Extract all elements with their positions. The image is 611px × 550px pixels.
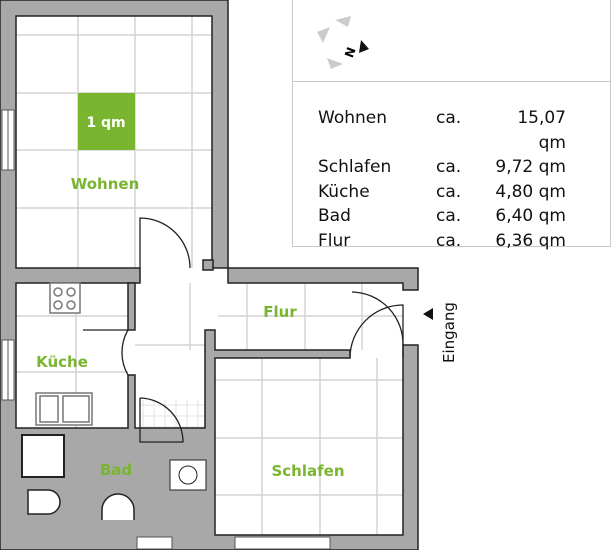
sink [35, 392, 93, 426]
area-approx: ca. [436, 206, 462, 226]
room-label-wohnen: Wohnen [71, 175, 140, 193]
area-value: 9,72 qm [495, 157, 566, 177]
area-value: 6,40 qm [495, 206, 566, 226]
area-legend: N Wohnen ca. 15,07 qm Schlafen ca. 9,72 qm Küc… [292, 0, 611, 251]
area-room: Küche [318, 181, 370, 202]
entrance-label: Eingang [440, 302, 458, 363]
area-row: Wohnen ca. 15,07 qm [318, 106, 566, 155]
area-value: 15,07 qm [517, 108, 566, 153]
room-label-flur: Flur [263, 303, 297, 321]
room-label-bad: Bad [100, 461, 132, 479]
area-value: 4,80 qm [495, 181, 566, 202]
area-room: Bad [318, 206, 351, 226]
compass-north-label: N [341, 45, 358, 59]
washing-machine [169, 459, 207, 491]
area-room: Schlafen [318, 157, 392, 177]
scale-marker-label: 1 qm [86, 115, 125, 131]
doors [83, 217, 404, 443]
entrance-arrow-icon [423, 308, 433, 320]
legend-divider [293, 81, 610, 82]
area-row: Bad ca. 6,40 qm [318, 204, 566, 229]
stove [49, 282, 81, 314]
area-row: Küche ca. 4,80 qm [318, 180, 566, 205]
one-square-meter-marker [78, 93, 135, 150]
area-value: 6,36 qm [495, 230, 566, 251]
windows [1, 109, 331, 550]
area-row: Schlafen ca. 9,72 qm [318, 155, 566, 180]
area-room: Wohnen [318, 108, 387, 128]
toilet [27, 489, 61, 515]
area-table: Wohnen ca. 15,07 qm Schlafen ca. 9,72 qm Küche… [318, 106, 566, 253]
area-approx: ca. [436, 108, 462, 128]
room-label-schlafen: Schlafen [271, 462, 344, 480]
area-room: Flur [318, 230, 351, 251]
area-row: Flur ca. 6,36 qm [318, 229, 566, 254]
room-label-kueche: Küche [36, 353, 88, 371]
area-approx: ca. [436, 230, 462, 251]
compass-icon: N [317, 16, 369, 69]
drum-icon [178, 465, 198, 485]
shower [21, 434, 65, 478]
area-approx: ca. [436, 181, 462, 202]
washbasin [101, 493, 135, 520]
area-approx: ca. [436, 157, 462, 177]
